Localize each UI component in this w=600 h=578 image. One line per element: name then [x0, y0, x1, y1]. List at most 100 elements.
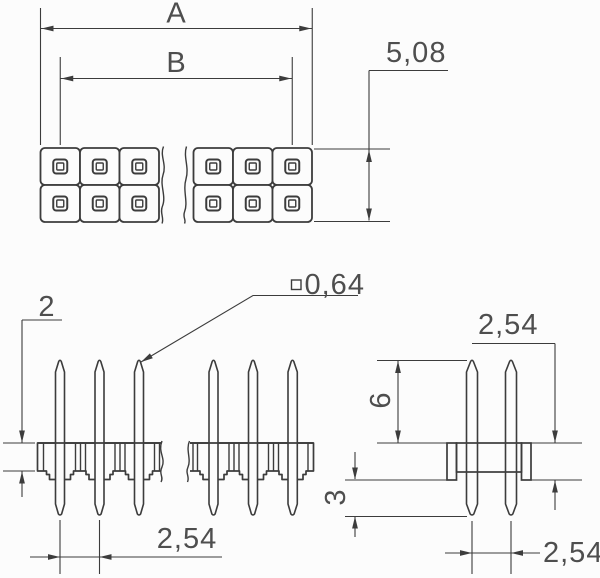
dimension-pin-square: 0,64: [140, 269, 365, 363]
arrowhead-icon: [395, 430, 401, 443]
pin-hole-inner: [56, 199, 65, 208]
extension-lines: [345, 359, 582, 518]
dimension-lines: [3, 319, 62, 497]
dimension-pin-top: 6: [365, 361, 401, 443]
pin-hole: [131, 195, 148, 212]
pin-hole-inner: [248, 162, 257, 171]
dim-6-label: 6: [365, 391, 397, 408]
pin-hole-inner: [248, 199, 257, 208]
arrowhead-icon: [41, 25, 54, 32]
dimension-lines: [314, 69, 448, 223]
top-view-body: [39, 146, 313, 224]
pin: [287, 359, 299, 516]
arrowhead-icon: [48, 554, 60, 560]
pin-hole-inner: [135, 199, 144, 208]
pin-hole-inner: [135, 162, 144, 171]
housing-cell: [79, 184, 121, 223]
dim-3-label: 3: [320, 488, 352, 505]
pin-hole-inner: [209, 199, 218, 208]
pin: [247, 359, 259, 516]
arrowhead-icon: [460, 550, 472, 556]
housing-cell: [271, 184, 313, 223]
pin-hole: [244, 158, 261, 175]
end-view: 6 2,54 3 2,54: [320, 309, 600, 574]
housing-cell: [271, 147, 313, 186]
side-pitch-label: 2,54: [157, 523, 217, 555]
housing-cell: [118, 147, 160, 186]
dimension-b: B: [59, 47, 293, 145]
pin-hole-inner: [56, 162, 65, 171]
arrowhead-icon: [352, 467, 358, 480]
pin-hole: [205, 195, 222, 212]
pin: [133, 359, 145, 516]
housing-cell: [39, 147, 81, 186]
dimension-lines: [39, 8, 313, 145]
dimension-row-pitch: 2,54: [445, 521, 600, 574]
dimension-body-depth: 5,08: [314, 37, 448, 223]
housing-cell: [192, 184, 234, 223]
dimension-body-thickness: 2: [3, 291, 62, 497]
pin-hole: [91, 158, 108, 175]
serration-lines: [74, 443, 280, 471]
pin: [208, 359, 219, 516]
pin-hole: [131, 158, 148, 175]
side-view: 2 0,64 2,54: [3, 269, 365, 574]
dimension-pin-bottom: 3: [320, 452, 358, 537]
arrowhead-icon: [99, 554, 112, 560]
pin-hole-inner: [95, 199, 104, 208]
housing-cell: [118, 184, 160, 223]
arrowhead-icon: [19, 471, 25, 484]
pin-hole: [205, 158, 222, 175]
pin: [54, 359, 66, 516]
dimension-lines: [59, 57, 293, 145]
housing-cell: [232, 147, 274, 186]
pin-hole: [52, 158, 69, 175]
housing-cell: [232, 184, 274, 223]
housing-end-wall: [42, 443, 309, 471]
arrowhead-icon: [279, 75, 292, 82]
pin-square-dim-label: 0,64: [305, 269, 365, 301]
break-line: [186, 440, 191, 483]
end-pitch-label: 2,54: [543, 537, 600, 569]
dim-a-label: A: [166, 0, 186, 30]
dimension-a: A: [39, 0, 313, 145]
pin-hole: [52, 195, 69, 212]
housing-cell: [39, 184, 81, 223]
arrowhead-icon: [366, 150, 372, 162]
break-line: [160, 146, 165, 224]
dim-2-label: 2: [38, 291, 55, 323]
dimension-lines: [445, 521, 540, 574]
dim-b-label: B: [166, 47, 186, 79]
arrowhead-icon: [511, 550, 523, 556]
housing-cell: [79, 147, 121, 186]
arrowhead-icon: [61, 75, 74, 82]
break-line: [183, 146, 188, 224]
break-line: [159, 440, 164, 483]
arrowhead-icon: [19, 430, 25, 443]
arrowhead-icon: [299, 25, 312, 32]
pin-hole-inner: [288, 162, 297, 171]
arrowhead-icon: [552, 480, 558, 493]
dimension-lines: [30, 520, 222, 574]
pin: [94, 359, 105, 516]
arrowhead-icon: [552, 430, 558, 443]
housing-tab: [446, 442, 458, 481]
leader-line: [140, 294, 358, 363]
pin: [504, 359, 518, 516]
pin-hole-inner: [95, 162, 104, 171]
arrowhead-icon: [141, 353, 153, 362]
end-body-height-label: 2,54: [478, 309, 538, 341]
housing-tab: [520, 442, 532, 481]
top-view: A B 5,08: [39, 0, 448, 224]
pin-hole: [284, 195, 301, 212]
pin-hole-inner: [209, 162, 218, 171]
housing-cell: [192, 147, 234, 186]
pin-hole: [244, 195, 261, 212]
arrowhead-icon: [366, 208, 372, 221]
pin-hole: [284, 158, 301, 175]
square-symbol-icon: [290, 279, 302, 291]
pin-hole: [91, 195, 108, 212]
arrowhead-icon: [352, 516, 358, 529]
dim-5-08-label: 5,08: [386, 37, 446, 69]
